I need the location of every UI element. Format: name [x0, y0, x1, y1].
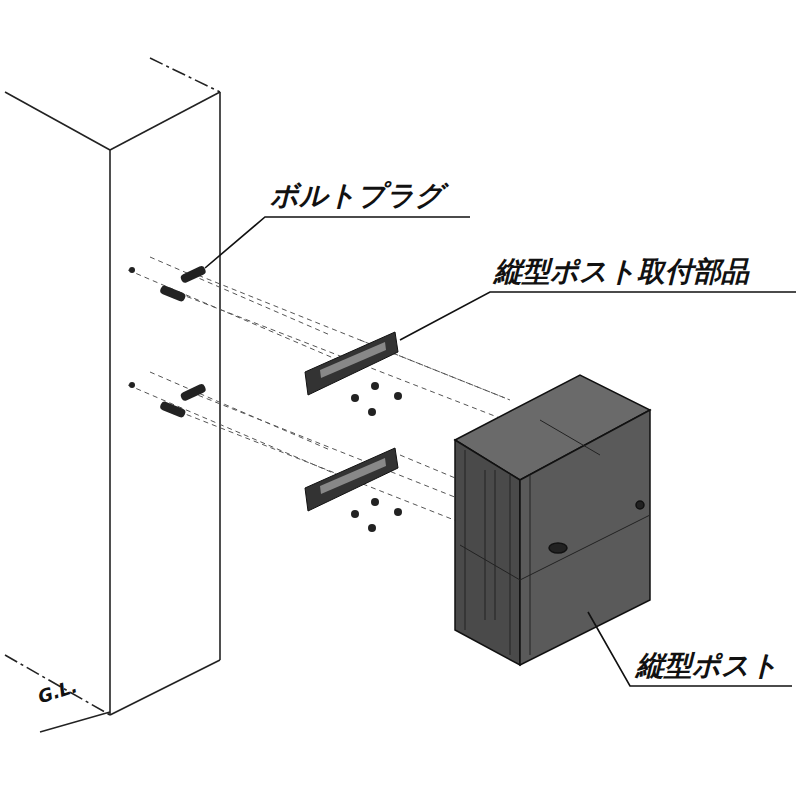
bolt-plugs [129, 265, 207, 419]
mounting-brackets [305, 332, 402, 532]
part-name: ボルトプラグ [268, 180, 446, 212]
ground-level-mark: G.L. [34, 675, 82, 708]
part-name: 縦型ポスト取付部品 [492, 256, 751, 288]
post-box [455, 375, 650, 665]
ground-line [40, 712, 110, 732]
part-name: 縦型ポスト [634, 650, 781, 682]
leader-lines [205, 217, 796, 686]
pillar [5, 58, 220, 715]
